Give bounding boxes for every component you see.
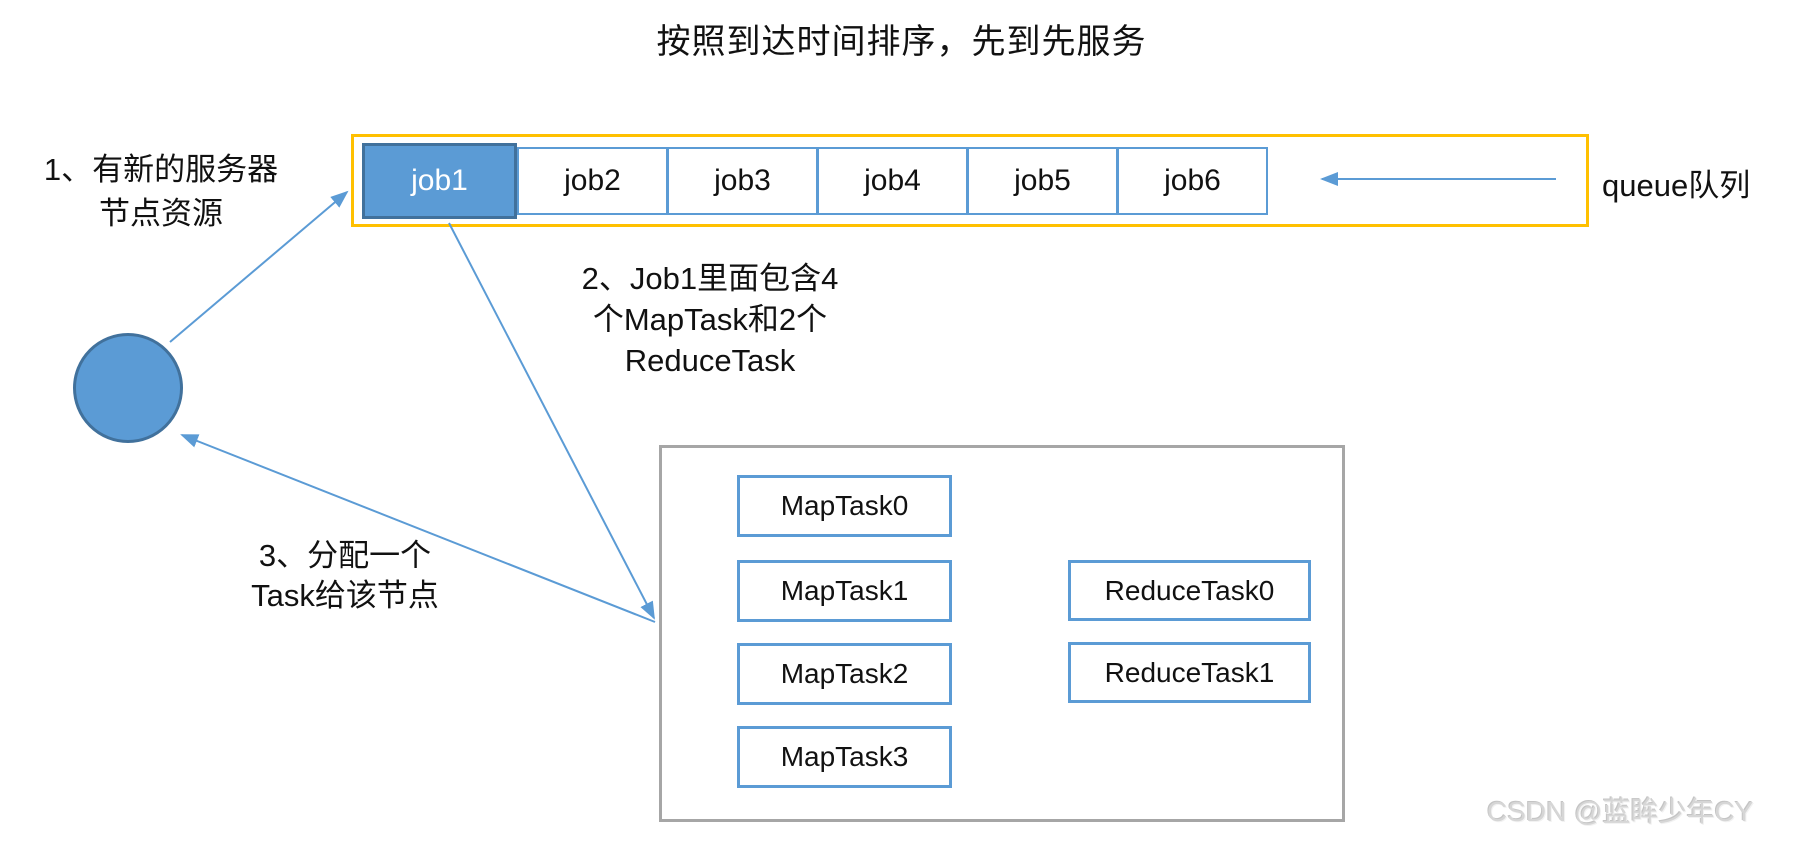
maptask1-box: MapTask1 — [737, 560, 952, 622]
reducetask1-box: ReduceTask1 — [1068, 642, 1311, 703]
job-box-job3: job3 — [667, 147, 818, 215]
annotation-step3: 3、分配一个 Task给该节点 — [190, 536, 500, 616]
maptask0-box: MapTask0 — [737, 475, 952, 537]
job-box-job6: job6 — [1117, 147, 1268, 215]
annotation-step1: 1、有新的服务器 节点资源 — [6, 148, 316, 236]
annotation-step2-line1: 2、Job1里面包含4 — [581, 261, 839, 296]
annotation-step2-line2: 个MapTask和2个 — [592, 302, 828, 337]
job-box-job1: job1 — [362, 143, 517, 219]
diagram-title: 按照到达时间排序，先到先服务 — [656, 23, 1147, 61]
watermark: CSDN @蓝眸少年CY — [1487, 796, 1754, 827]
annotation-step3-line2: Task给该节点 — [251, 578, 439, 613]
annotation-step2: 2、Job1里面包含4 个MapTask和2个 ReduceTask — [500, 258, 920, 381]
annotation-step1-line1: 1、有新的服务器 — [43, 152, 279, 187]
queue-label: queue队列 — [1602, 168, 1751, 203]
maptask3-box: MapTask3 — [737, 726, 952, 788]
maptask2-box: MapTask2 — [737, 643, 952, 705]
server-node-circle — [73, 333, 183, 443]
job-box-job2: job2 — [517, 147, 668, 215]
reducetask0-box: ReduceTask0 — [1068, 560, 1311, 621]
annotation-step1-line2: 节点资源 — [99, 196, 223, 231]
annotation-step2-line3: ReduceTask — [624, 343, 796, 378]
job-box-job4: job4 — [817, 147, 968, 215]
job-box-job5: job5 — [967, 147, 1118, 215]
annotation-step3-line1: 3、分配一个 — [258, 538, 432, 573]
